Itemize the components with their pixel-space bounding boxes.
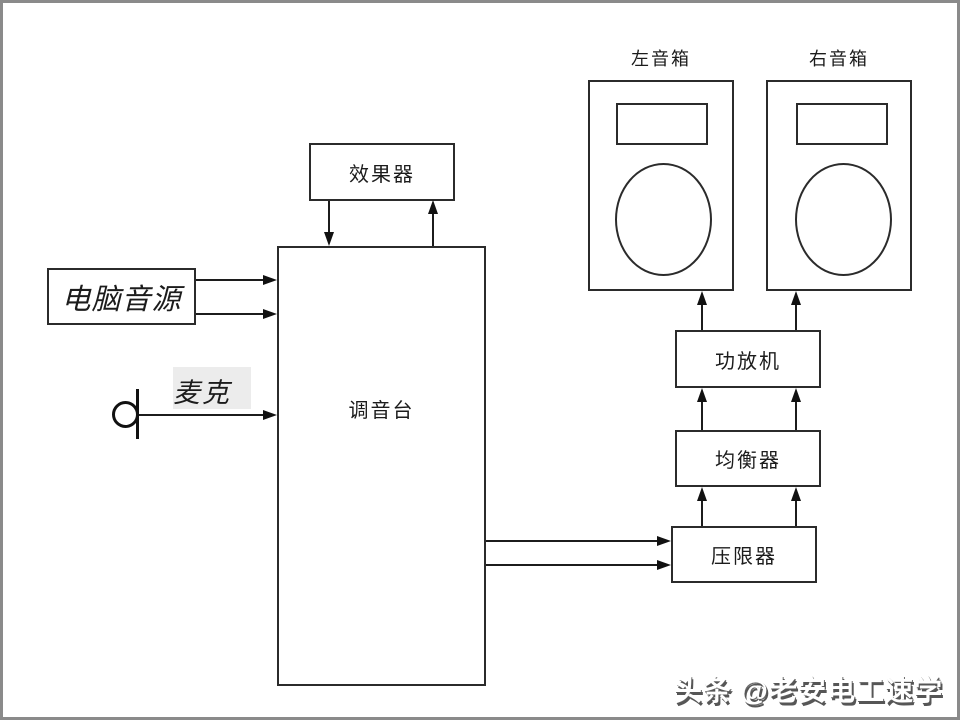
arrowhead-right-icon — [657, 560, 671, 570]
arrowhead-up-icon — [697, 487, 707, 501]
amplifier-node: 功放机 — [675, 330, 821, 388]
mixer-node: 调音台 — [277, 246, 486, 686]
left-speaker-tweeter-icon — [616, 103, 708, 145]
connector-line — [701, 401, 703, 430]
right-speaker-tweeter-icon — [796, 103, 888, 145]
connector-line — [139, 414, 265, 416]
arrowhead-up-icon — [428, 200, 438, 214]
connector-line — [795, 499, 797, 526]
left-speaker-node — [588, 80, 734, 291]
connector-line — [486, 564, 657, 566]
limiter-label: 压限器 — [711, 546, 777, 568]
connector-line — [196, 313, 265, 315]
connector-line — [328, 201, 330, 234]
right-speaker-woofer-icon — [795, 163, 892, 276]
arrowhead-down-icon — [324, 232, 334, 246]
connector-line — [196, 279, 265, 281]
limiter-node: 压限器 — [671, 526, 817, 583]
mic-label-highlight — [173, 367, 251, 409]
computer-source-label: 电脑音源 — [61, 283, 182, 316]
right-speaker-title: 右音箱 — [809, 49, 869, 69]
arrowhead-right-icon — [263, 309, 277, 319]
watermark: 头条 @老安电工速学 — [673, 675, 943, 706]
arrowhead-right-icon — [263, 410, 277, 420]
connector-line — [701, 303, 703, 330]
computer-source-node: 电脑音源 — [47, 268, 196, 325]
left-speaker-title: 左音箱 — [631, 49, 691, 69]
effects-label: 效果器 — [349, 163, 415, 186]
mixer-label: 调音台 — [348, 400, 415, 422]
arrowhead-up-icon — [791, 291, 801, 305]
microphone-icon-stem — [136, 389, 139, 439]
effects-node: 效果器 — [309, 143, 455, 201]
connector-line — [795, 303, 797, 330]
equalizer-label: 均衡器 — [715, 450, 781, 472]
mic-label: 麦克 — [173, 378, 231, 408]
arrowhead-right-icon — [263, 275, 277, 285]
arrowhead-up-icon — [791, 487, 801, 501]
amplifier-label: 功放机 — [715, 350, 781, 373]
arrowhead-right-icon — [657, 536, 671, 546]
arrowhead-up-icon — [697, 291, 707, 305]
arrowhead-up-icon — [791, 388, 801, 402]
connector-line — [795, 401, 797, 430]
right-speaker-node — [766, 80, 912, 291]
connector-line — [432, 213, 434, 246]
arrowhead-up-icon — [697, 388, 707, 402]
equalizer-node: 均衡器 — [675, 430, 821, 487]
left-speaker-woofer-icon — [615, 163, 712, 276]
connector-line — [486, 540, 657, 542]
microphone-icon — [112, 401, 139, 428]
connector-line — [701, 499, 703, 526]
